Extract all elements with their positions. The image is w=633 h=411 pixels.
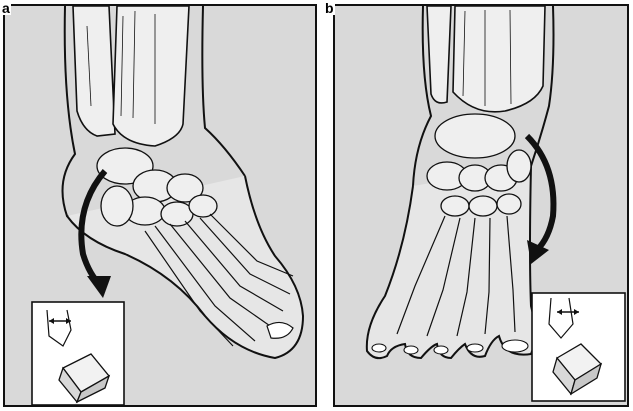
tibia-shaft xyxy=(453,6,545,112)
anterior-foot-illustration xyxy=(335,6,629,407)
tarsal-bones xyxy=(97,148,217,226)
leg-bones xyxy=(73,6,189,146)
fibula-shaft xyxy=(73,6,115,136)
fibula-shaft xyxy=(427,6,451,103)
tarsal-bones xyxy=(427,114,531,216)
inset-b xyxy=(532,293,625,401)
panel-a-lateral-foot xyxy=(3,4,317,407)
inset-a xyxy=(32,302,124,405)
leg-bones xyxy=(427,6,545,112)
panel-b-label: b xyxy=(324,2,335,15)
panel-a-label: a xyxy=(1,2,11,15)
tibia-shaft xyxy=(113,6,189,146)
panel-b-anterior-foot xyxy=(333,4,629,407)
lateral-foot-illustration xyxy=(5,6,317,407)
